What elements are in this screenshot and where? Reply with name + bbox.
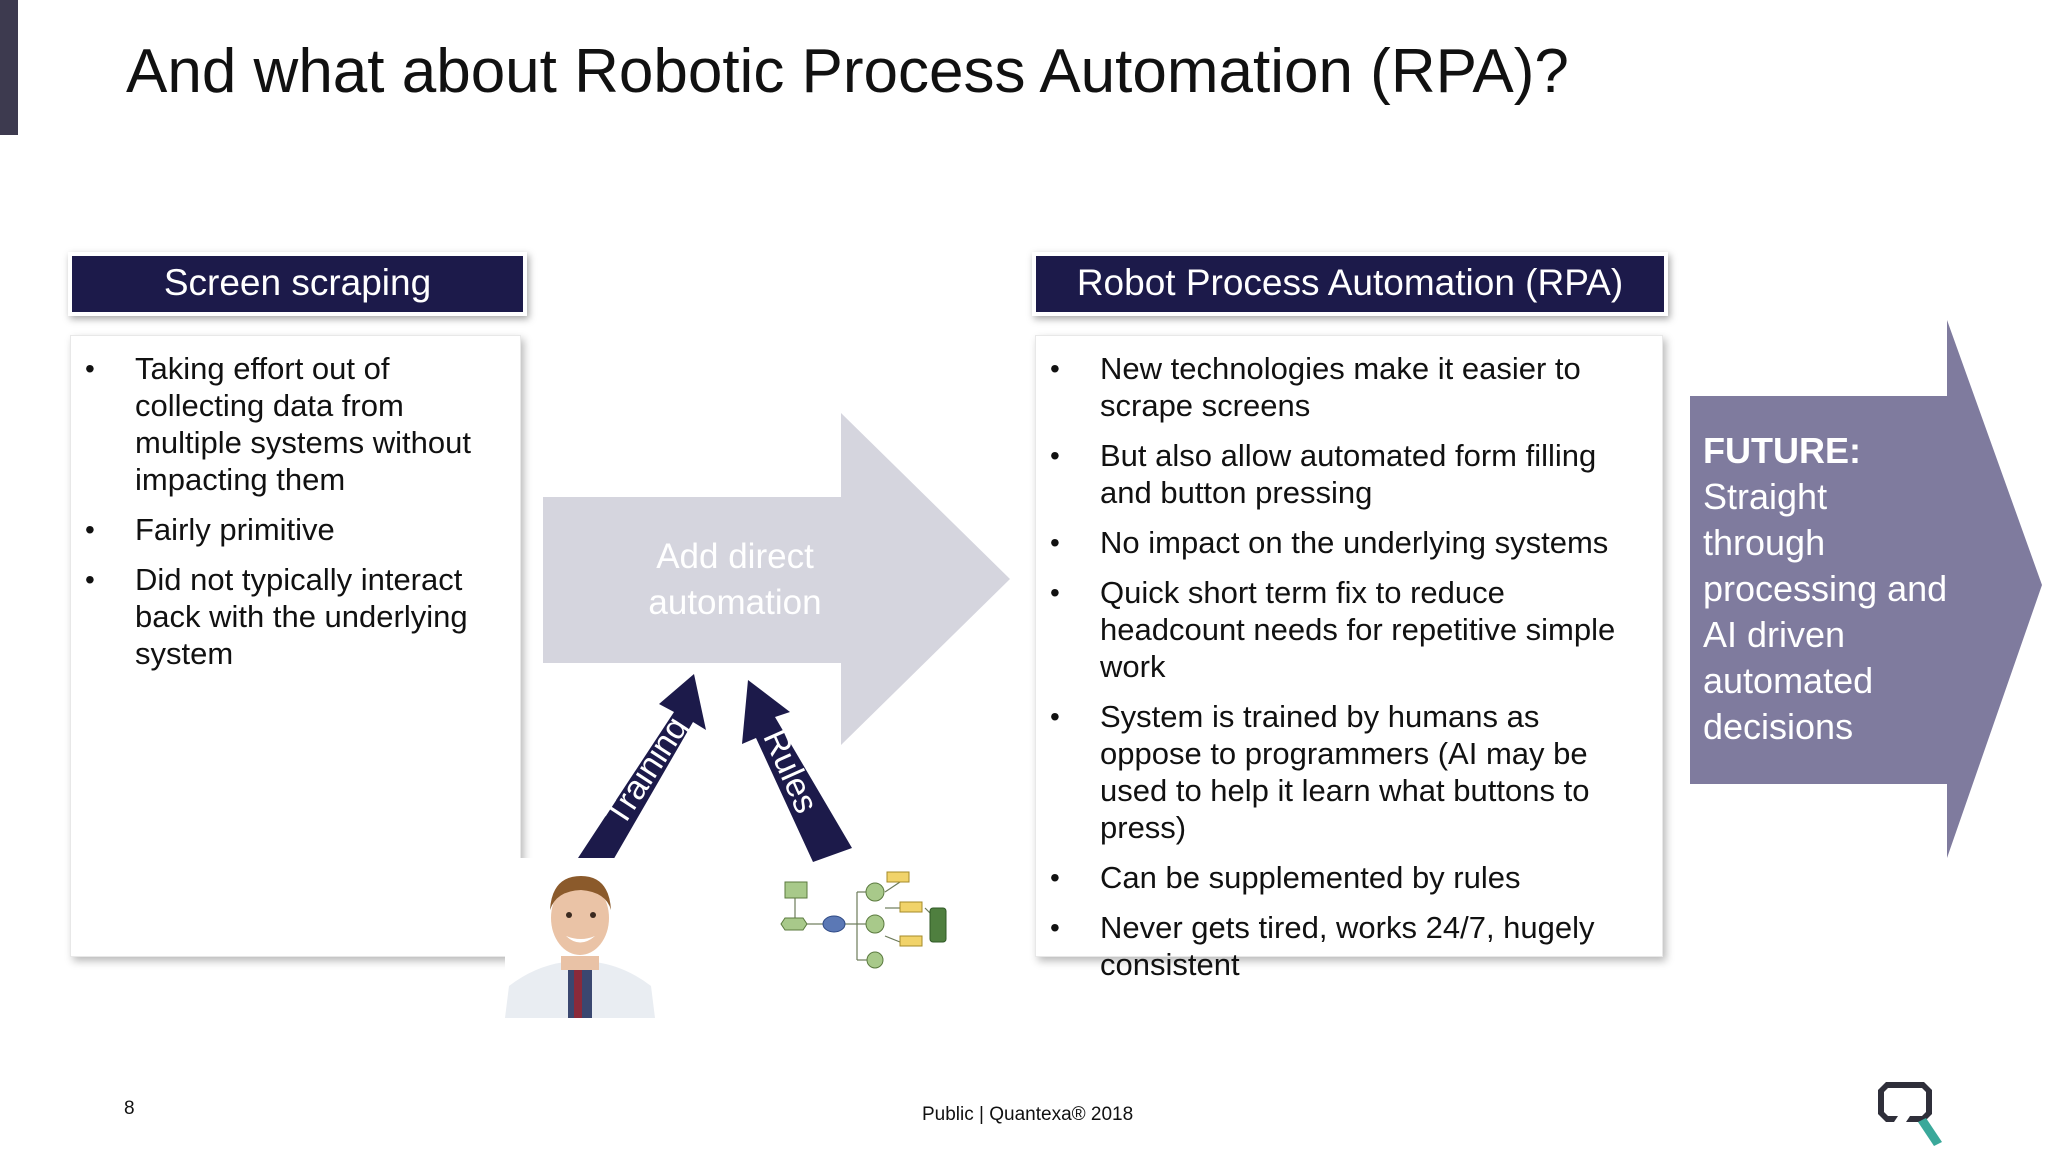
corner-accent-bar: [0, 0, 18, 135]
list-item: Did not typically interact back with the…: [71, 561, 500, 672]
future-line: decisions: [1703, 706, 1854, 747]
rules-arrow: [742, 680, 852, 862]
training-arrow: [578, 674, 706, 862]
footer-text: Public | Quantexa® 2018: [922, 1104, 1134, 1125]
rpa-panel: New technologies make it easier to scrap…: [1035, 335, 1663, 982]
quantexa-logo-icon: [1878, 1082, 1942, 1146]
list-item: Taking effort out of collecting data fro…: [71, 350, 500, 498]
list-item: No impact on the underlying systems: [1036, 524, 1648, 561]
list-item: Can be supplemented by rules: [1036, 859, 1648, 896]
page-number: 8: [124, 1098, 135, 1119]
screen-scraping-header: Screen scraping: [68, 252, 527, 316]
add-automation-line2: automation: [648, 583, 822, 622]
screen-scraping-panel: Taking effort out of collecting data fro…: [70, 335, 521, 957]
future-heading: FUTURE:: [1703, 430, 1861, 471]
rpa-list: New technologies make it easier to scrap…: [1036, 350, 1648, 983]
future-line: Straight: [1703, 476, 1828, 517]
list-item: But also allow automated form filling an…: [1036, 437, 1648, 511]
person-photo: [505, 858, 655, 1018]
future-line: AI driven: [1703, 614, 1846, 655]
rpa-header: Robot Process Automation (RPA): [1032, 252, 1668, 316]
list-item: New technologies make it easier to scrap…: [1036, 350, 1648, 424]
list-item: Quick short term fix to reduce headcount…: [1036, 574, 1648, 685]
list-item: Never gets tired, works 24/7, hugely con…: [1036, 909, 1648, 983]
add-automation-line1: Add direct: [656, 537, 814, 576]
future-line: processing and: [1703, 568, 1948, 609]
future-line: through: [1703, 522, 1826, 563]
future-arrow: [1690, 320, 2042, 858]
slide-title: And what about Robotic Process Automatio…: [126, 37, 1569, 106]
add-automation-arrow: [543, 413, 1010, 745]
list-item: Fairly primitive: [71, 511, 500, 548]
rules-flowchart: [780, 871, 947, 969]
future-text: FUTURE: Straight through processing and …: [1703, 428, 1993, 750]
future-line: automated: [1703, 660, 1874, 701]
add-automation-label: Add direct automation: [600, 534, 870, 626]
screen-scraping-list: Taking effort out of collecting data fro…: [71, 350, 500, 672]
list-item: System is trained by humans as oppose to…: [1036, 698, 1648, 846]
